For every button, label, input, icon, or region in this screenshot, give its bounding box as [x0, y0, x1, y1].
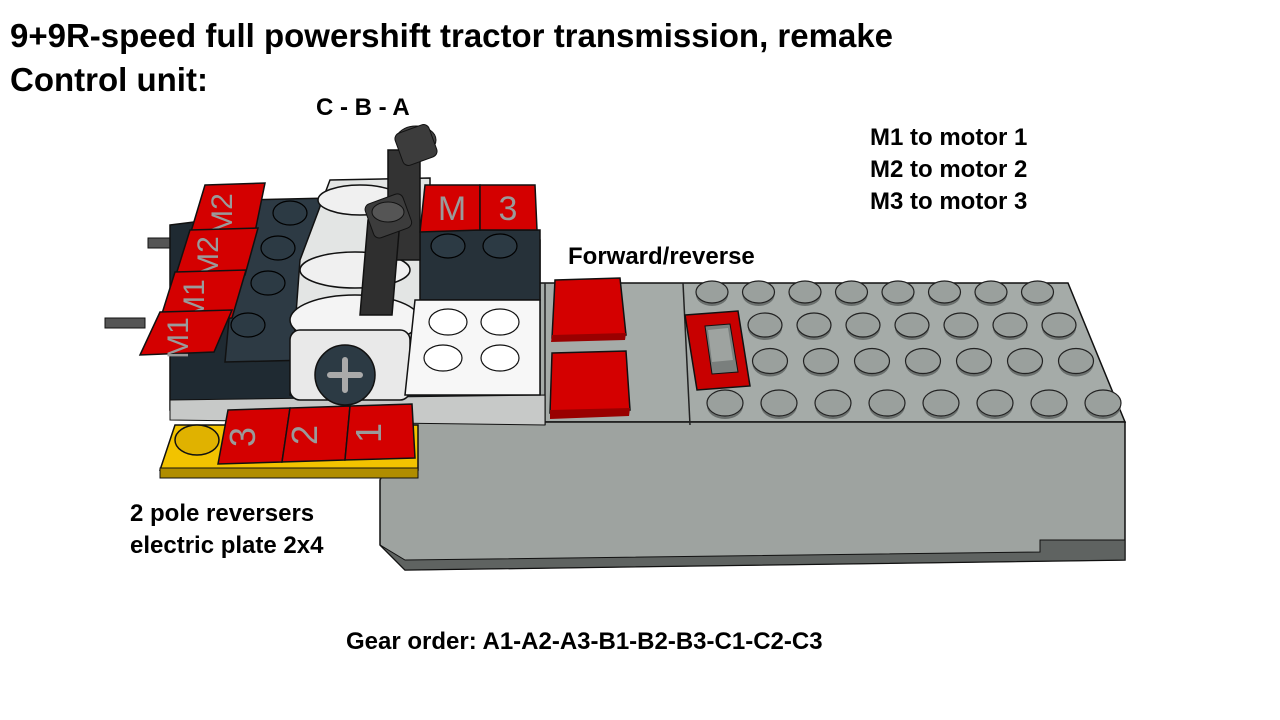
- motor-note-1: M1 to motor 1: [870, 124, 1028, 151]
- stud-icon: [760, 389, 798, 417]
- stud-icon: [796, 312, 832, 338]
- stud-icon: [260, 235, 296, 261]
- tile-m2-a-label: M2: [206, 193, 239, 235]
- stud-icon: [423, 344, 463, 372]
- stud-icon: [482, 233, 518, 259]
- tile-m1-b-label: M1: [162, 317, 195, 359]
- gear-lever-icon: [359, 124, 438, 316]
- tile-reverser-2-label: 2: [284, 425, 325, 445]
- reverser-label-line-2: electric plate 2x4: [130, 532, 324, 559]
- stud-icon: [894, 312, 930, 338]
- stud-icon: [272, 200, 308, 226]
- stud-icon: [788, 280, 822, 304]
- stud-icon: [955, 347, 993, 375]
- switch-icon: [684, 310, 751, 391]
- forward-reverse-switch: [549, 277, 631, 419]
- tile-reverser-3-label: 3: [222, 427, 263, 447]
- stud-icon: [706, 389, 744, 417]
- stud-icon: [1057, 347, 1095, 375]
- lever-label: C - B - A: [316, 94, 410, 121]
- tile-m-label: M: [438, 190, 466, 228]
- stud-icon: [1030, 389, 1068, 417]
- tile-reverser-1-label: 1: [348, 423, 389, 443]
- stud-icon: [430, 233, 466, 259]
- stud-icon: [250, 270, 286, 296]
- forward-reverse-label: Forward/reverse: [568, 243, 755, 270]
- tile-m1-b: [138, 309, 234, 356]
- stud-icon: [868, 389, 906, 417]
- stud-icon: [741, 280, 776, 304]
- stud-icon: [881, 280, 915, 304]
- stud-icon: [230, 312, 266, 338]
- stud-icon: [927, 280, 962, 304]
- stud-icon: [1020, 280, 1055, 304]
- stud-icon: [480, 344, 520, 372]
- stud-icon: [974, 280, 1008, 304]
- stud-icon: [814, 389, 852, 417]
- control-block-studs: [230, 200, 520, 372]
- gear-order-label: Gear order: A1-A2-A3-B1-B2-B3-C1-C2-C3: [346, 628, 823, 655]
- tile-m1-a: [158, 269, 248, 321]
- motor-note-2: M2 to motor 2: [870, 156, 1028, 183]
- stud-icon: [802, 347, 840, 375]
- reverser-tiles: 3 2 1: [217, 403, 416, 465]
- stud-icon: [976, 389, 1014, 417]
- stud-icon: [845, 312, 881, 338]
- stud-icon: [943, 312, 979, 338]
- reverser-label-line-1: 2 pole reversers: [130, 500, 315, 527]
- stud-icon: [480, 308, 520, 336]
- tile-3: [479, 184, 538, 231]
- stud-icon: [834, 280, 869, 304]
- stud-icon: [428, 308, 468, 336]
- tile-3-label: 3: [499, 190, 518, 228]
- motor-note-3: M3 to motor 3: [870, 188, 1028, 215]
- stud-icon: [747, 312, 783, 338]
- title-line-1: 9+9R-speed full powershift tractor trans…: [10, 17, 894, 54]
- stud-icon: [853, 347, 891, 375]
- battery-box-studs: [695, 280, 1122, 419]
- stud-icon: [695, 280, 729, 304]
- stud-icon: [992, 312, 1028, 338]
- stud-icon: [904, 347, 942, 375]
- stud-icon: [1041, 312, 1077, 338]
- stud-icon: [751, 347, 789, 375]
- stud-icon: [1006, 347, 1044, 375]
- title-line-2: Control unit:: [10, 61, 208, 98]
- tile-reverser-1: [344, 403, 416, 461]
- stud-icon: [1084, 389, 1122, 417]
- stud-icon: [922, 389, 960, 417]
